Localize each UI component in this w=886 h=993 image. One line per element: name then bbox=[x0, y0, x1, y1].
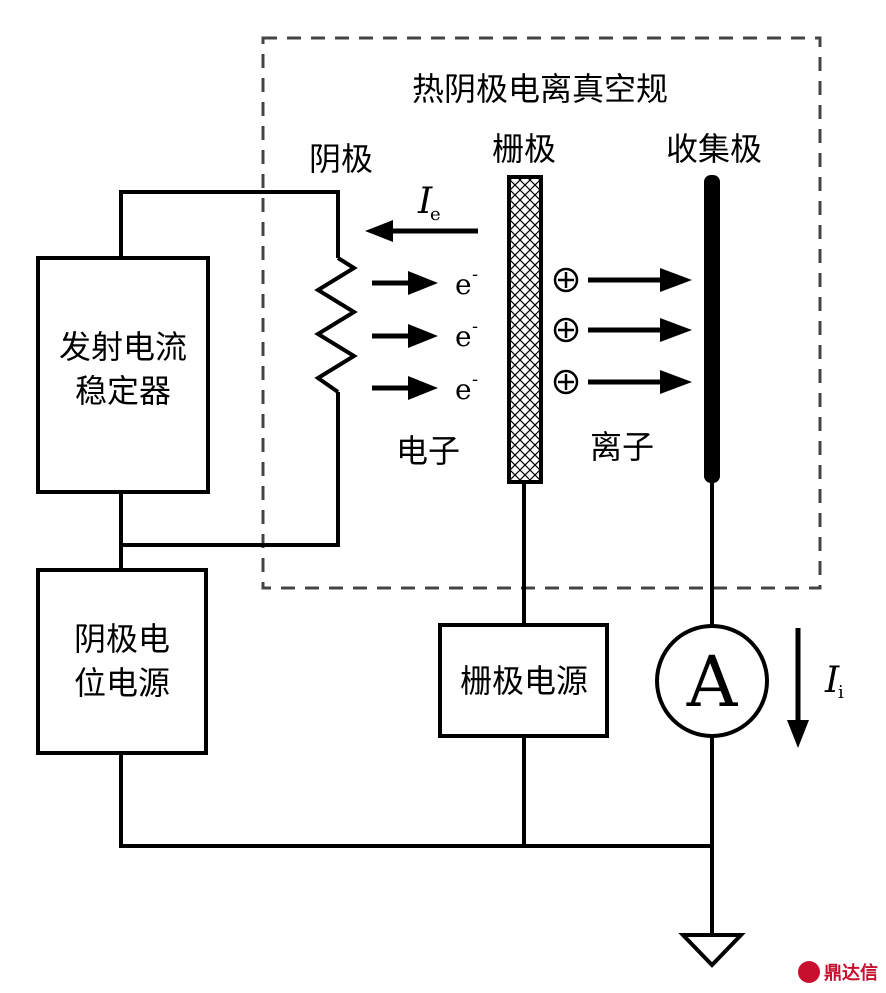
watermark-text: 鼎达信 bbox=[824, 963, 878, 984]
ion-current-symbol: I bbox=[824, 660, 840, 701]
wire-bottom-bus bbox=[119, 753, 712, 848]
ion-current-subscript: i bbox=[838, 682, 844, 703]
electron-arrow-3 bbox=[372, 376, 438, 400]
grid-supply-box bbox=[438, 623, 609, 738]
ion-label: 离子 bbox=[590, 428, 654, 466]
emission-stabilizer-box bbox=[36, 256, 210, 494]
cathode-supply-box bbox=[36, 568, 208, 755]
watermark-logo-icon bbox=[798, 961, 820, 983]
cathode-supply-label-line1: 阴极电 bbox=[74, 620, 170, 658]
ammeter-symbol: A bbox=[686, 641, 739, 723]
electron-symbol-3: e bbox=[455, 373, 472, 406]
ion-arrow-1 bbox=[588, 268, 692, 292]
electron-charge-3: - bbox=[472, 369, 478, 390]
ion-arrow-3 bbox=[588, 370, 692, 394]
ion-marker-2 bbox=[553, 317, 579, 343]
ion-current-arrow-head bbox=[787, 720, 809, 748]
electron-symbol-1: e bbox=[455, 268, 472, 301]
ion-marker-1 bbox=[553, 267, 579, 293]
emission-current-subscript: e bbox=[430, 204, 441, 225]
cathode-filament bbox=[314, 256, 358, 394]
gauge-title: 热阴极电离真空规 bbox=[412, 70, 668, 108]
cathode-label: 阴极 bbox=[309, 140, 373, 178]
electron-label: 电子 bbox=[396, 432, 460, 470]
electron-charge-2: - bbox=[472, 316, 478, 337]
emission-stabilizer-label-line2: 稳定器 bbox=[75, 372, 171, 410]
ion-arrow-2 bbox=[588, 318, 692, 342]
wire-cathode-bottom bbox=[121, 392, 340, 547]
emission-current-symbol: I bbox=[417, 181, 433, 222]
grid-label: 栅极 bbox=[492, 130, 556, 168]
ground-icon bbox=[678, 933, 746, 968]
electron-symbol-2: e bbox=[455, 320, 472, 353]
wire-stabilizer-top bbox=[119, 190, 340, 258]
watermark: 鼎达信 bbox=[798, 959, 878, 985]
emission-current-arrow-head bbox=[365, 220, 393, 242]
grid-supply-label: 栅极电源 bbox=[460, 662, 588, 700]
collector-electrode bbox=[704, 175, 720, 483]
electron-arrow-1 bbox=[372, 271, 438, 295]
electron-charge-1: - bbox=[472, 264, 478, 285]
collector-label: 收集极 bbox=[666, 130, 762, 168]
ion-marker-3 bbox=[553, 369, 579, 395]
cathode-supply-label-line2: 位电源 bbox=[74, 664, 170, 702]
electron-arrow-2 bbox=[372, 324, 438, 348]
grid-electrode bbox=[507, 175, 543, 484]
emission-stabilizer-label-line1: 发射电流 bbox=[59, 328, 187, 366]
